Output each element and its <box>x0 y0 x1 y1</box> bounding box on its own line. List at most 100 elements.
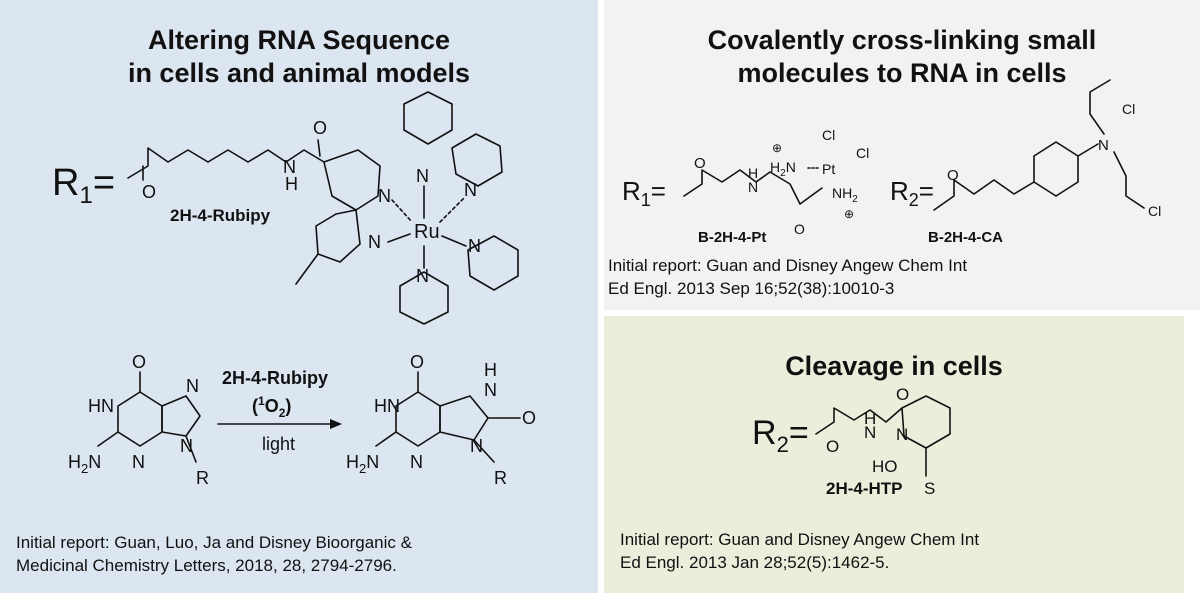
pt-r1-label: R1= <box>622 176 666 210</box>
linker-carbonyl-o: O <box>142 182 156 202</box>
ca-n-bond <box>1077 143 1099 157</box>
top-right-title-line2: molecules to RNA in cells <box>737 58 1067 88</box>
product-o6: O <box>410 352 424 372</box>
amide-h: H <box>285 174 298 194</box>
bottom-right-title: Cleavage in cells <box>604 350 1184 383</box>
pyridine-n-2: N <box>368 232 381 252</box>
htp-linker-o: O <box>826 437 839 456</box>
bpy-top-n-2: N <box>464 180 477 200</box>
pt-compound-label: B-2H-4-Pt <box>698 229 766 246</box>
bottom-right-panel: Cleavage in cells R2= O N H O N HO S 2H-… <box>604 316 1184 593</box>
htp-linker <box>815 407 903 435</box>
left-reference: Initial report: Guan, Luo, Ja and Disney… <box>16 531 412 577</box>
ru-bond-5 <box>439 197 465 223</box>
product-n3: N <box>410 452 423 472</box>
top-right-ref-line1: Initial report: Guan and Disney Angew Ch… <box>608 256 968 275</box>
pt-charge-1: ⊕ <box>772 141 782 155</box>
ca-cl-2: Cl <box>1148 203 1161 219</box>
htp-compound-label: 2H-4-HTP <box>826 479 903 498</box>
left-ref-line1: Initial report: Guan, Luo, Ja and Disney… <box>16 533 412 552</box>
top-right-title: Covalently cross-linking small molecules… <box>604 24 1200 90</box>
crosslinker-structures: R1= O N H O H2N ⊕ Pt Cl Cl NH2 ⊕ B-2H-4-… <box>622 79 1161 246</box>
product-o8: O <box>522 408 536 428</box>
ca-benzene <box>1033 141 1079 197</box>
amide-n: N <box>283 157 296 177</box>
amide-co-bond <box>317 139 321 157</box>
pt-cl-2: Cl <box>856 145 869 161</box>
ca-compound-label: B-2H-4-CA <box>928 229 1003 246</box>
ca-arm-1 <box>1089 79 1111 135</box>
reaction-arrowhead <box>330 419 342 429</box>
product-n7: N <box>484 380 497 400</box>
left-title: Altering RNA Sequence in cells and anima… <box>0 24 598 90</box>
left-title-line2: in cells and animal models <box>127 58 471 88</box>
htp-s: S <box>924 479 935 498</box>
guanine-hn: HN <box>88 396 114 416</box>
methyl-bond <box>295 253 319 285</box>
reaction-condition: light <box>262 434 295 454</box>
bottom-right-ref-line1: Initial report: Guan and Disney Angew Ch… <box>620 530 980 549</box>
bottom-right-title-text: Cleavage in cells <box>785 351 1003 381</box>
bottom-right-ref-line2: Ed Engl. 2013 Jan 28;52(5):1462-5. <box>620 553 890 572</box>
bpy-bottom-n-1: N <box>416 266 429 286</box>
top-right-panel: Covalently cross-linking small molecules… <box>604 0 1200 310</box>
pt-charge-2: ⊕ <box>844 207 854 221</box>
amide-o: O <box>313 118 327 138</box>
rubipy-linker <box>127 147 325 179</box>
reaction-singlet-oxygen: (1O2) <box>252 394 291 420</box>
bottom-right-reference: Initial report: Guan and Disney Angew Ch… <box>620 528 979 574</box>
reaction-reagent: 2H-4-Rubipy <box>222 368 328 388</box>
ca-amine-n: N <box>1098 137 1109 154</box>
rubipy-structure: R1= O N H O 2H-4-Rubipy N N Ru N N N N <box>52 91 536 488</box>
top-right-title-line1: Covalently cross-linking small <box>707 25 1097 55</box>
product-n9: N <box>470 436 483 456</box>
guanine-n9: N <box>180 436 193 456</box>
ca-r2-label: R2= <box>890 176 934 210</box>
r1-label: R1= <box>52 162 115 209</box>
htp-r2-label: R2= <box>752 414 809 457</box>
htp-amide-o: O <box>896 385 909 404</box>
left-panel: Altering RNA Sequence in cells and anima… <box>0 0 598 593</box>
left-ref-line2: Medicinal Chemistry Letters, 2018, 28, 2… <box>16 556 397 575</box>
bpy-bottom-ring-2 <box>467 235 519 291</box>
pt-cl-1: Cl <box>822 127 835 143</box>
ca-linker <box>933 179 1035 211</box>
htp-ho: HO <box>872 457 898 476</box>
htp-structure: R2= O N H O N HO S 2H-4-HTP <box>752 385 951 498</box>
guanine-h2n: H2N <box>68 452 101 476</box>
guanine-r: R <box>196 468 209 488</box>
ru-bond-2 <box>387 233 411 243</box>
htp-amide-n: N <box>864 423 876 442</box>
product-r: R <box>494 468 507 488</box>
ru-bond-1 <box>391 199 413 223</box>
oxoguanine-product: O HN H N O N N H2N R <box>346 352 536 488</box>
pyridine-ring-1 <box>323 149 381 211</box>
bpy-bottom-ring-1 <box>399 271 449 325</box>
pt-h2n: H2N <box>770 159 796 179</box>
product-h7: H <box>484 360 497 380</box>
rubipy-compound-label: 2H-4-Rubipy <box>170 206 271 225</box>
pyridine-ring-2 <box>315 209 361 263</box>
htp-ring <box>901 395 951 449</box>
ru-center: Ru <box>414 221 440 243</box>
ca-arm-2 <box>1113 151 1145 209</box>
guanine-n3: N <box>132 452 145 472</box>
product-h2n: H2N <box>346 452 379 476</box>
pt-center: Pt <box>822 161 835 177</box>
bpy-top-ring-2 <box>451 133 503 187</box>
bpy-top-ring-1 <box>403 91 453 145</box>
pt-amide-h: H <box>748 165 758 181</box>
ru-bond-6 <box>441 235 467 247</box>
ca-linker-o: O <box>947 167 959 184</box>
pt-linker <box>683 169 823 205</box>
bpy-bottom-n-2: N <box>468 236 481 256</box>
guanine-n7: N <box>186 376 199 396</box>
bpy-top-n-1: N <box>416 166 429 186</box>
ca-cl-1: Cl <box>1122 101 1135 117</box>
pt-linker-o: O <box>694 155 706 172</box>
pyridine-n-1: N <box>378 186 391 206</box>
pt-co-o: O <box>794 221 805 237</box>
left-title-line1: Altering RNA Sequence <box>147 25 451 55</box>
top-right-reference: Initial report: Guan and Disney Angew Ch… <box>608 254 967 300</box>
guanine-reactant: O HN N N N H2N R <box>68 352 209 488</box>
